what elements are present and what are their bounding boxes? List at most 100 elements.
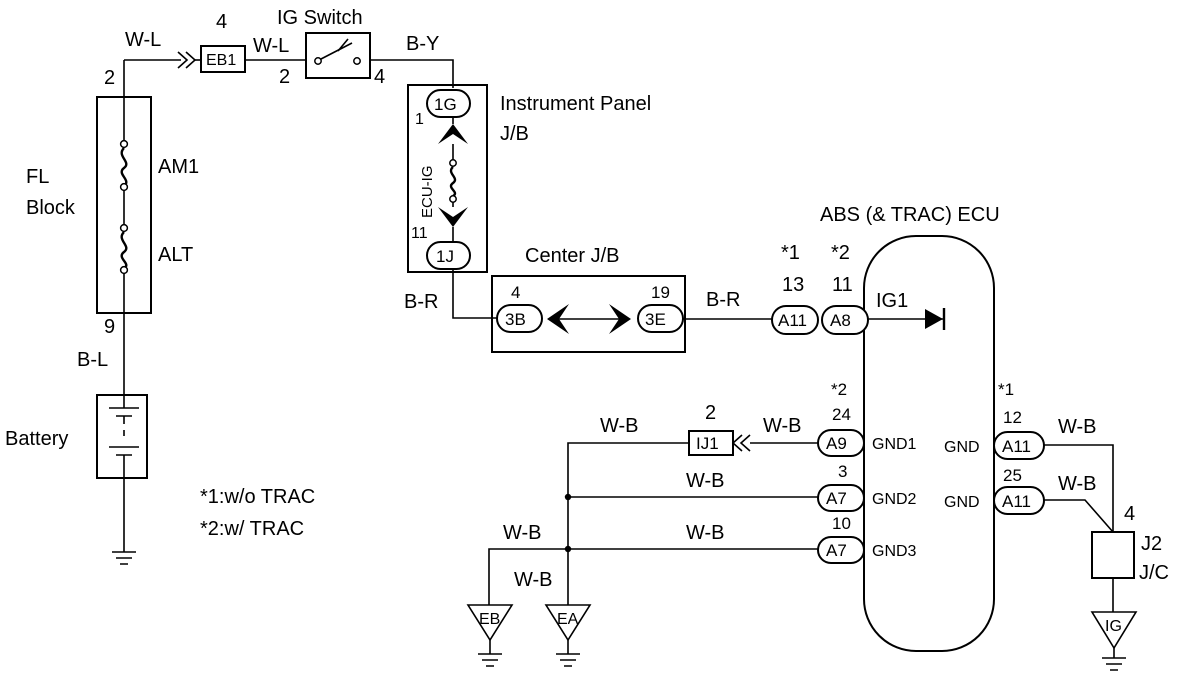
- gnd-r1-label: GND: [944, 439, 980, 456]
- gnd1-mark: *2: [831, 380, 847, 399]
- connector-1g: [426, 89, 471, 118]
- ig-switch-group: IG Switch 2 4 B-Y: [277, 7, 454, 88]
- chevron-down-icon: [438, 207, 468, 227]
- ig1-pin2: 11: [832, 274, 853, 296]
- center-jb-title: Center J/B: [525, 245, 619, 267]
- fuse-am1-icon: [120, 147, 128, 187]
- wire-bl-label: B-L: [77, 349, 108, 371]
- center-jb-pin-left: 4: [511, 283, 520, 302]
- gnd3-pin: 10: [832, 514, 851, 533]
- wire-wb-1: W-B: [600, 415, 639, 437]
- connector-1j-label: 1J: [436, 247, 454, 266]
- ground-ea-label: EA: [557, 611, 579, 628]
- gnd-r1-mark: *1: [998, 380, 1014, 399]
- ground-battery-icon: [112, 551, 136, 565]
- fuse-alt-label: ALT: [158, 244, 193, 266]
- note-1: *1:w/o TRAC: [200, 486, 315, 508]
- ig1-variant2-mark: *2: [831, 242, 850, 264]
- chevron-right-icon: [609, 304, 631, 334]
- battery-label: Battery: [5, 428, 68, 450]
- wire-wb-6: W-B: [514, 569, 553, 591]
- connector-a7-2-label: A7: [826, 541, 847, 560]
- connector-a7-1-label: A7: [826, 489, 847, 508]
- eb1-box: [200, 45, 246, 73]
- ig1-variant1-mark: *1: [781, 242, 800, 264]
- ig1-pin1: 13: [782, 274, 804, 296]
- fl-block-pin-bottom: 9: [104, 316, 115, 338]
- connector-3b-label: 3B: [505, 310, 526, 329]
- instrument-panel-title-2: J/B: [500, 123, 529, 145]
- ig1-label: IG1: [876, 290, 908, 312]
- ground-eb-label: EB: [479, 611, 500, 628]
- diode-icon: [925, 309, 943, 329]
- ground-wiring-right: W-B W-B 4 J2 J/C IG: [1044, 416, 1169, 671]
- fuse-ecu-ig-label: ECU-IG: [419, 166, 436, 219]
- connector-a7-2: [817, 536, 865, 564]
- gnd3-label: GND3: [872, 543, 917, 560]
- gnd-r2-pin: 25: [1003, 466, 1022, 485]
- connector-a11-gnd1-label: A11: [1002, 437, 1031, 456]
- fl-block-group: FL Block AM1 ALT 2 9 B-L: [26, 60, 199, 395]
- jb-pin-bottom: 11: [411, 225, 428, 242]
- connector-a11-gnd2-label: A11: [1002, 492, 1031, 511]
- j2-box: [1091, 531, 1135, 579]
- wire-wl-1: W-L: [125, 29, 161, 51]
- connector-a8-label: A8: [830, 311, 851, 330]
- fuse-alt-icon: [120, 231, 128, 270]
- center-jb-pin-right: 19: [651, 283, 670, 302]
- ecu-group: ABS (& TRAC) ECU *1 *2 13 11 A11 A8 IG1 …: [771, 204, 1045, 652]
- connector-a8: [821, 305, 869, 335]
- wire-by-label: B-Y: [406, 33, 439, 55]
- connector-3b: [496, 304, 543, 333]
- fl-block-pin-top: 2: [104, 67, 115, 89]
- j2-label-2: J/C: [1139, 562, 1169, 584]
- center-jb-box: [491, 275, 686, 353]
- connector-a11-ig: [771, 305, 819, 335]
- wire-wb-7: W-B: [1058, 416, 1097, 438]
- connector-1g-label: 1G: [434, 95, 457, 114]
- center-jb-group: 3B 3E Center J/B 4 19 B-R: [491, 245, 772, 353]
- fuse-am1-label: AM1: [158, 156, 199, 178]
- ig-switch-box: [305, 32, 371, 79]
- connector-a11-ig-label: A11: [778, 311, 807, 330]
- battery-icon: [109, 395, 139, 478]
- eb1-group: EB1 4 W-L W-L: [124, 11, 306, 73]
- fuse-ecu-ig-icon: [449, 166, 457, 198]
- gnd2-pin: 3: [838, 462, 847, 481]
- gnd1-label: GND1: [872, 436, 917, 453]
- jb-pin-top: 1: [415, 111, 424, 128]
- instrument-panel-title-1: Instrument Panel: [500, 93, 651, 115]
- ground-wiring-left: IJ1 2 W-B W-B W-B W-B W-B W-B EB EA: [466, 402, 818, 667]
- connector-arrow-ij1-icon: [731, 434, 751, 452]
- chevron-left-icon: [547, 304, 569, 334]
- ground-ig-icon: [1090, 611, 1138, 650]
- instrument-panel-jb-box: [407, 84, 488, 273]
- wire-wl-2: W-L: [253, 35, 289, 57]
- wire-br-2: B-R: [706, 289, 740, 311]
- battery-box: [96, 394, 148, 479]
- ground-eb-icon: [466, 604, 514, 642]
- j2-pin: 4: [1124, 503, 1135, 525]
- wire-wb-2: W-B: [763, 415, 802, 437]
- ig-switch-pin-out: 4: [374, 66, 385, 88]
- connector-3e-label: 3E: [645, 310, 666, 329]
- ground-ea-icon: [544, 604, 592, 642]
- ig-switch-title: IG Switch: [277, 7, 363, 29]
- ij1-pin: 2: [705, 402, 716, 424]
- eb1-pin: 4: [216, 11, 227, 33]
- gnd1-pin: 24: [832, 405, 851, 424]
- connector-a9-label: A9: [826, 434, 847, 453]
- fl-block-title-1: FL: [26, 166, 49, 188]
- gnd-r1-pin: 12: [1003, 408, 1022, 427]
- switch-contact-icon: [320, 42, 353, 60]
- ecu-title: ABS (& TRAC) ECU: [820, 204, 1000, 226]
- j2-label-1: J2: [1141, 533, 1162, 555]
- gnd-r2-label: GND: [944, 494, 980, 511]
- ground-ig-label: IG: [1105, 618, 1122, 635]
- ij1-label: IJ1: [696, 434, 719, 453]
- wire-br-1: B-R: [404, 291, 438, 313]
- wire-wb-8: W-B: [1058, 473, 1097, 495]
- chevron-up-icon: [438, 124, 468, 144]
- connector-a7-1: [817, 484, 865, 512]
